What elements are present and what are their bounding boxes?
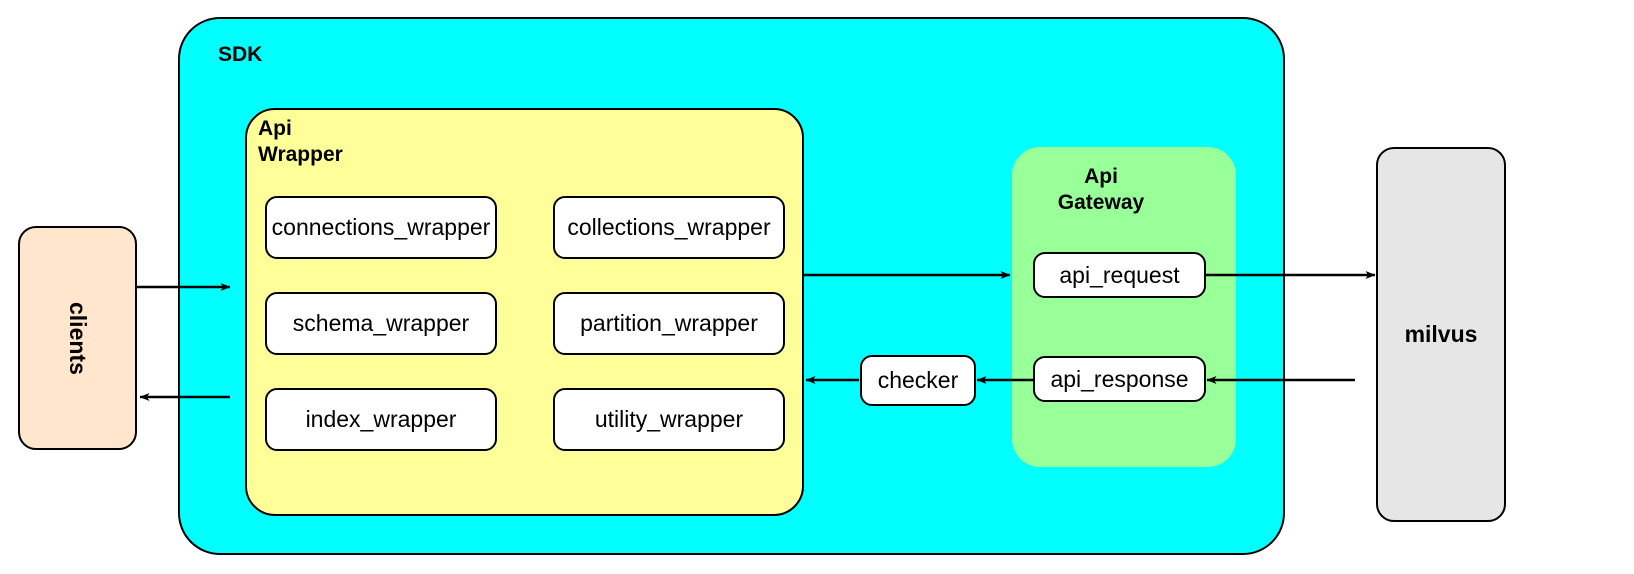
node-collections-wrapper-label: collections_wrapper (567, 214, 771, 240)
container-sdk-label: SDK (218, 43, 263, 66)
node-schema-wrapper[interactable]: schema_wrapper (265, 292, 497, 355)
node-index-wrapper-label: index_wrapper (305, 406, 457, 432)
node-connections-wrapper-label: connections_wrapper (271, 214, 491, 240)
node-partition-wrapper[interactable]: partition_wrapper (553, 292, 785, 355)
node-partition-wrapper-label: partition_wrapper (580, 310, 758, 336)
node-milvus-label: milvus (1404, 321, 1478, 347)
node-connections-wrapper[interactable]: connections_wrapper (265, 196, 497, 259)
node-schema-wrapper-label: schema_wrapper (292, 310, 470, 336)
node-api-request[interactable]: api_request (1033, 252, 1206, 298)
node-api-request-label: api_request (1059, 261, 1180, 288)
node-clients-label: clients (65, 301, 91, 375)
container-api-wrapper-label: Api Wrapper (258, 117, 343, 166)
node-api-response-label: api_response (1050, 365, 1189, 392)
node-collections-wrapper[interactable]: collections_wrapper (553, 196, 785, 259)
container-api-gateway (1012, 147, 1236, 467)
node-checker-label: checker (877, 367, 959, 393)
node-checker[interactable]: checker (860, 355, 976, 406)
node-clients[interactable]: clients (18, 226, 137, 450)
container-api-gateway-label: Api Gateway (1057, 165, 1145, 214)
node-utility-wrapper[interactable]: utility_wrapper (553, 388, 785, 451)
node-milvus[interactable]: milvus (1376, 147, 1506, 522)
node-utility-wrapper-label: utility_wrapper (594, 406, 744, 432)
node-index-wrapper[interactable]: index_wrapper (265, 388, 497, 451)
node-api-response[interactable]: api_response (1033, 356, 1206, 402)
